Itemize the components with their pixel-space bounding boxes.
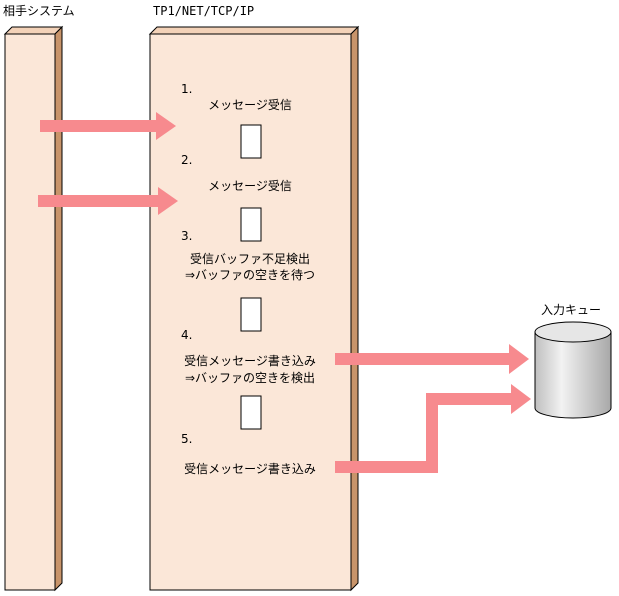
step-2-text: メッセージ受信	[208, 179, 292, 193]
step-4-number: 4.	[181, 328, 193, 342]
step-4-text-line-2: ⇒バッファの空きを検出	[184, 371, 316, 385]
tp1-net-label: TP1/NET/TCP/IP	[153, 4, 255, 18]
step-5-text: 受信メッセージ書き込み	[184, 462, 316, 476]
step-3-text-line-1: 受信バッファ不足検出	[189, 252, 310, 266]
step-5-number: 5.	[181, 432, 193, 446]
step-4-text-line-1: 受信メッセージ書き込み	[184, 354, 316, 368]
step-1-text: メッセージ受信	[208, 98, 292, 112]
step-3-number: 3.	[181, 229, 193, 243]
input-queue-label: 入力キュー	[541, 303, 602, 317]
buffer-box-4	[240, 395, 262, 430]
input-queue-cylinder	[534, 321, 612, 419]
partner-system-bar	[3, 25, 64, 592]
buffer-box-1	[240, 124, 262, 159]
arrow-receive-2	[38, 187, 178, 215]
arrow-write-5	[335, 384, 531, 473]
step-1-number: 1.	[181, 82, 193, 96]
buffer-box-2	[240, 207, 262, 242]
buffer-box-3	[240, 297, 262, 332]
arrow-write-4	[335, 344, 529, 374]
arrow-receive-1	[40, 112, 176, 140]
partner-system-label: 相手システム	[3, 4, 75, 18]
step-3-text-line-2: ⇒バッファの空きを待つ	[184, 268, 316, 282]
step-2-number: 2.	[181, 153, 193, 167]
